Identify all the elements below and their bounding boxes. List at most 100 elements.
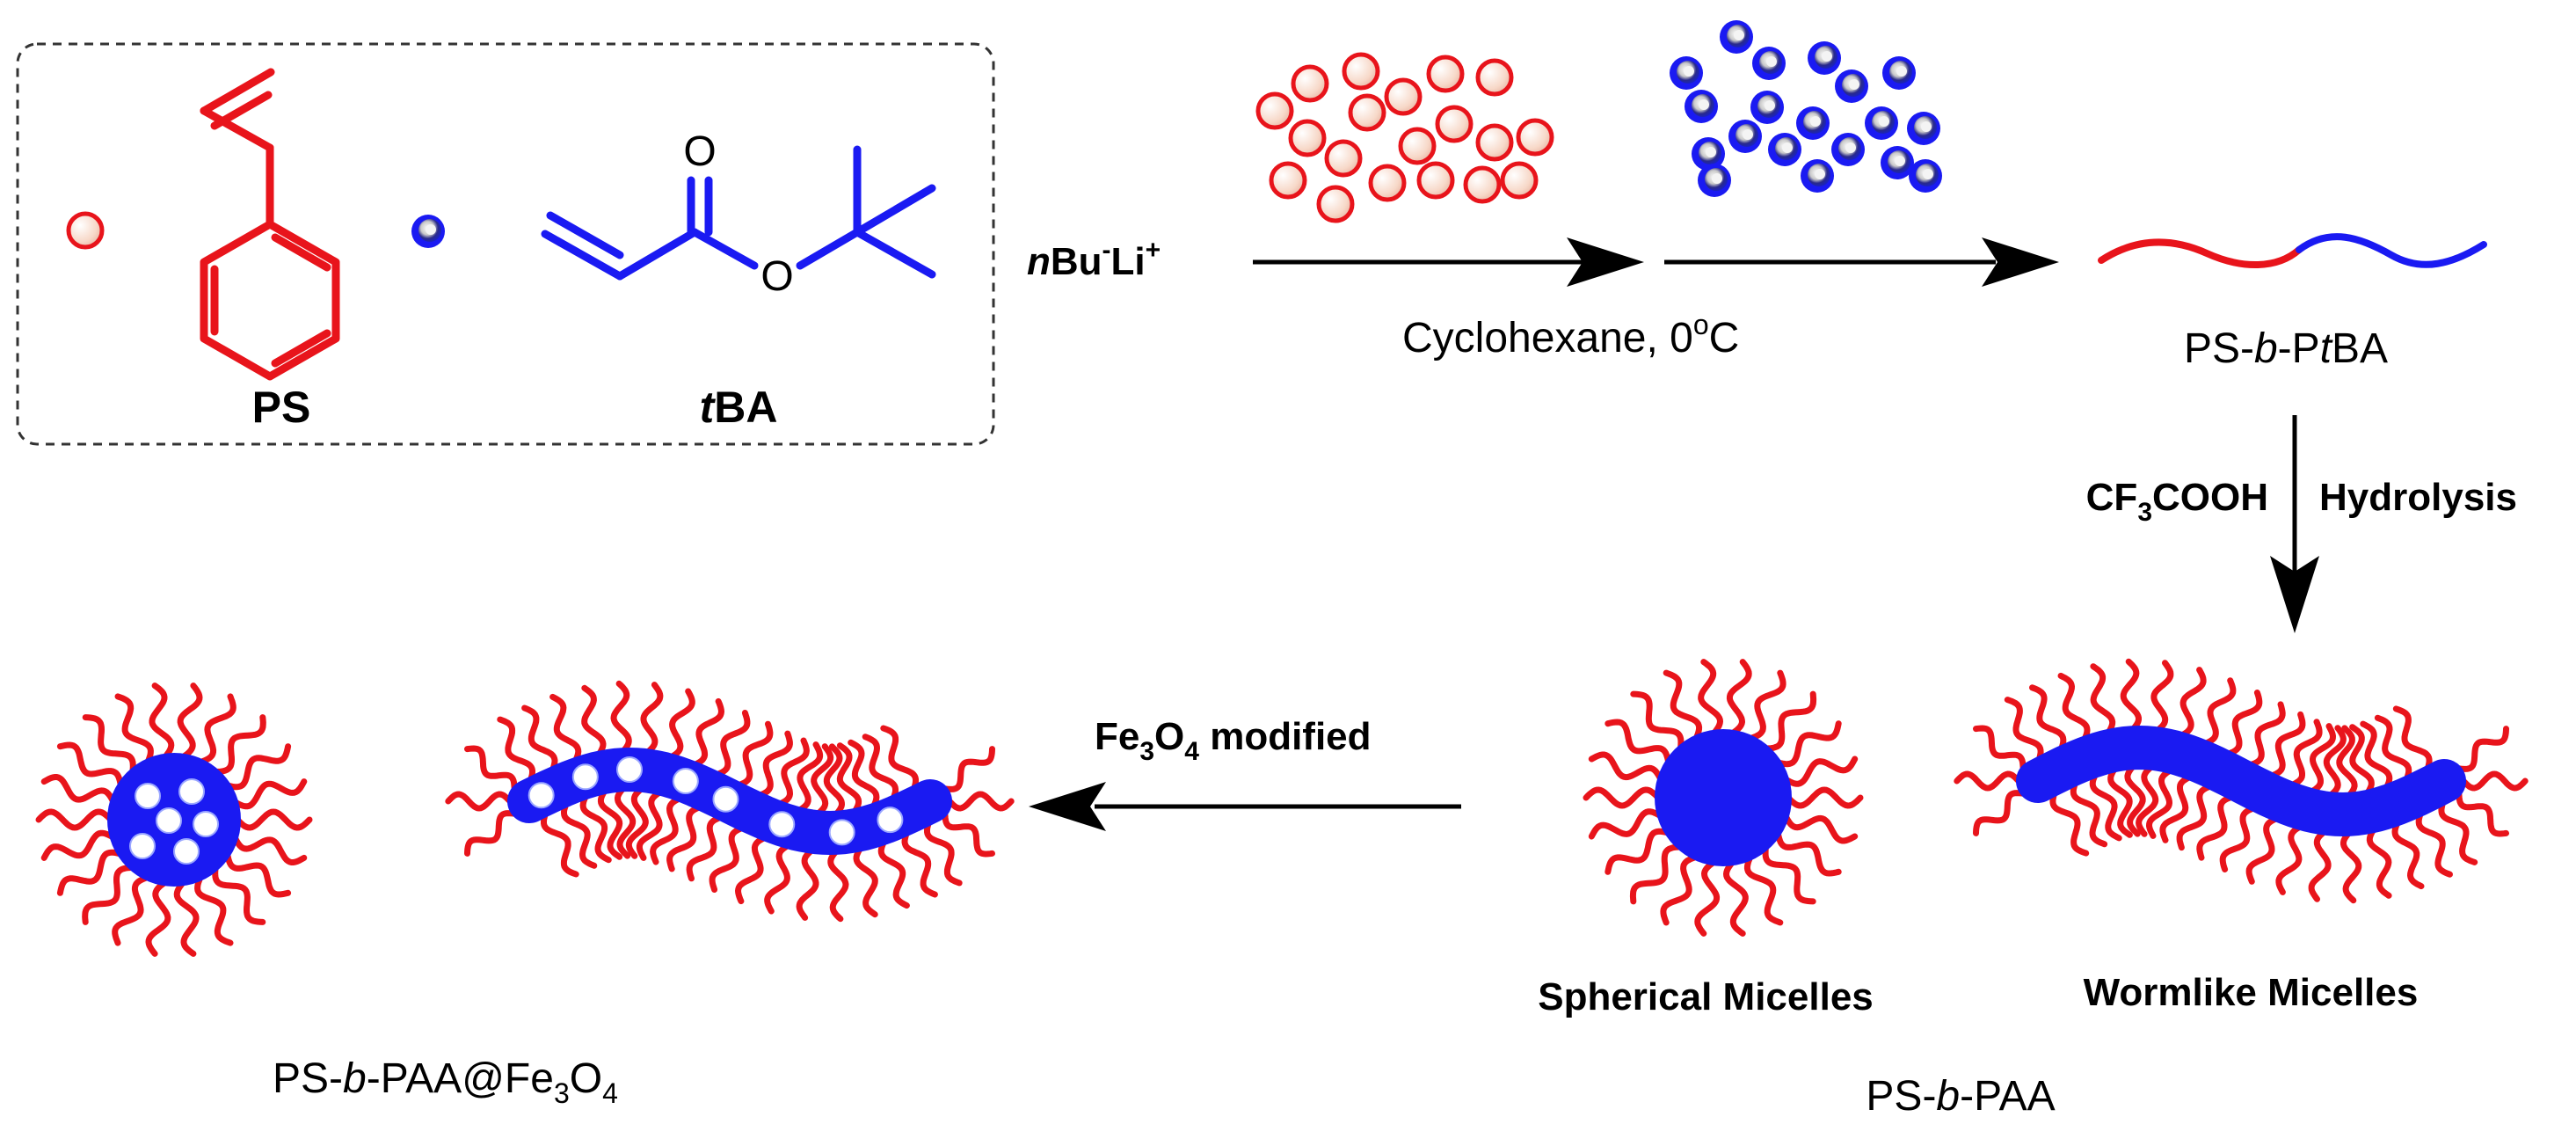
fe3o4-nanoparticle xyxy=(828,819,855,846)
ps-corona-chain xyxy=(734,834,769,905)
ps-corona-chain xyxy=(2223,690,2263,758)
ps-corona-chain xyxy=(1774,829,1842,877)
wormlike-micelle xyxy=(1954,658,2529,904)
ps-corona-chain xyxy=(224,743,292,791)
ps-corona-chain xyxy=(796,846,819,921)
ps-corona-chain xyxy=(666,803,704,872)
ps-corona-chain xyxy=(650,794,684,865)
ps-corona-chain xyxy=(149,682,175,761)
ps-corona-chain xyxy=(464,810,518,857)
reagent-label: CF3COOH xyxy=(2086,476,2268,527)
ps-corona-chain xyxy=(2150,660,2174,734)
ps-corona-chain xyxy=(1660,853,1699,926)
fe3o4-nanoparticle xyxy=(877,807,904,834)
ps-corona-chain xyxy=(197,693,236,765)
ps-corona-chain xyxy=(610,680,632,755)
ps-corona-chain xyxy=(755,730,793,799)
ps-corona-chain xyxy=(2089,770,2122,842)
ps-corona-chain xyxy=(2392,705,2433,773)
ps-corona-chain xyxy=(2049,789,2090,857)
ps-corona-chain xyxy=(2456,726,2509,772)
ps-corona-chain xyxy=(1782,813,1859,844)
ps-corona-chain xyxy=(775,737,810,808)
ps-corona-chain xyxy=(1630,690,1685,752)
tba-bead-cluster xyxy=(1670,20,1942,197)
ps-corona-chain xyxy=(2145,766,2175,839)
fe3o4-nanoparticle xyxy=(178,778,205,805)
ps-corona-chain xyxy=(1782,755,1859,787)
ps-corona-chain xyxy=(561,799,598,869)
ps-corona-chain xyxy=(924,818,963,887)
ps-corona-chain xyxy=(667,688,695,761)
fe3o4-nanoparticle xyxy=(173,838,200,865)
styrene-structure xyxy=(200,68,340,381)
ps-corona-chain xyxy=(2070,778,2108,848)
ps-corona-chain xyxy=(1722,858,1749,937)
carbonyl-oxygen: O xyxy=(683,128,716,175)
ps-corona-chain xyxy=(56,741,124,789)
ps-b-paa-fe3o4-label: PS-b-PAA@Fe3O4 xyxy=(273,1055,618,1109)
copolymer-label: PS-b-PtBA xyxy=(2184,325,2388,372)
ps-corona-chain xyxy=(234,808,313,831)
ps-corona-chain xyxy=(712,710,751,778)
ps-corona-chain xyxy=(112,874,151,946)
fe3o4-modified-label: Fe3O4 modified xyxy=(1095,715,1372,766)
paa-core xyxy=(1655,729,1792,866)
ps-corona-chain xyxy=(2057,672,2091,744)
ps-corona-chain xyxy=(464,745,518,792)
ps-corona-chain xyxy=(56,849,124,896)
spherical-micelle-fe3o4 xyxy=(35,682,313,957)
monomer-legend-box: PS O O tBA xyxy=(16,42,995,446)
ps-corona-chain xyxy=(2004,697,2044,764)
ps-corona-chain xyxy=(1698,659,1724,737)
ps-corona-chain xyxy=(1973,725,2027,772)
ps-corona-chain xyxy=(734,720,774,789)
ps-corona-chain xyxy=(35,808,114,831)
ps-corona-chain xyxy=(82,864,136,925)
ps-corona-chain xyxy=(811,743,834,818)
fe3o4-nanoparticle xyxy=(571,763,599,791)
hydrolysis-arrow xyxy=(2270,415,2319,633)
initiator-label: nBu-Li+ xyxy=(1027,236,1161,283)
ps-corona-chain xyxy=(636,788,665,861)
ps-corona-chain xyxy=(2366,825,2392,899)
ester-oxygen: O xyxy=(760,253,793,300)
ps-corona-chain xyxy=(836,742,862,816)
ps-corona-chain xyxy=(614,784,637,859)
fe3o4-nanoparticle xyxy=(135,783,161,809)
ps-corona-chain xyxy=(194,874,234,946)
ps-corona-chain xyxy=(2196,793,2237,861)
fe3o4-nanoparticle xyxy=(193,811,219,837)
ps-corona-chain xyxy=(2219,804,2259,872)
ps-corona-chain xyxy=(2201,677,2237,748)
ps-corona-chain xyxy=(445,791,513,812)
ps-corona-chain xyxy=(231,834,308,865)
ps-corona-chain xyxy=(686,814,725,882)
ps-corona-chain xyxy=(1583,786,1662,809)
fe3o4-nanoparticle xyxy=(768,811,796,838)
ps-corona-chain xyxy=(145,879,171,957)
ps-corona-chain xyxy=(2391,818,2425,890)
wormlike-micelles-label: Wormlike Micelles xyxy=(2084,971,2419,1014)
ps-corona-chain xyxy=(1588,808,1664,840)
ps-corona-chain xyxy=(853,843,878,918)
ps-corona-chain xyxy=(2090,663,2116,737)
ps-corona-chain xyxy=(1747,669,1786,742)
ps-corona-chain xyxy=(40,829,117,861)
ps-corona-chain xyxy=(1588,751,1664,783)
ps-corona-chain xyxy=(114,693,154,765)
ps-corona-chain xyxy=(1694,858,1721,937)
ps-corona-chain xyxy=(2374,714,2412,784)
ps-corona-chain xyxy=(2159,773,2194,843)
ps-corona-chain xyxy=(827,847,849,923)
ps-corona-chain xyxy=(1973,790,2027,836)
ps-corona-chain xyxy=(880,725,919,793)
ps-corona-chain xyxy=(942,746,995,792)
fe3o4-modification-arrow xyxy=(1029,782,1461,831)
ps-corona-chain xyxy=(709,824,747,893)
ps-corona-chain xyxy=(848,739,880,811)
ps-corona-chain xyxy=(1605,719,1672,766)
ps-corona-chain xyxy=(2267,711,2306,779)
ps-corona-chain xyxy=(2288,719,2323,789)
ps-corona-chain xyxy=(690,697,725,769)
